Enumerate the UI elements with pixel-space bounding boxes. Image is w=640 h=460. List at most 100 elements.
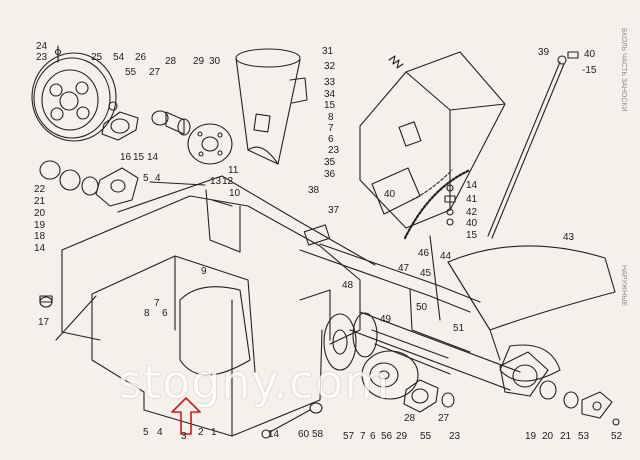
part-label-11[interactable]: 11: [228, 165, 239, 176]
part-label-1[interactable]: 1: [211, 427, 217, 438]
part-label-6a[interactable]: 6: [328, 134, 334, 145]
part-label-6c[interactable]: 6: [370, 431, 376, 442]
part-label-27b[interactable]: 27: [438, 413, 450, 424]
part-label-7b[interactable]: 7: [154, 298, 160, 309]
pulley-25[interactable]: [31, 45, 117, 142]
bearing-housing-26[interactable]: [101, 101, 139, 141]
part-label-7c[interactable]: 7: [360, 431, 366, 442]
part-label-39[interactable]: 39: [538, 47, 550, 58]
discharge-chute-31[interactable]: [235, 48, 308, 165]
part-label-37[interactable]: 37: [328, 205, 340, 216]
part-label-30[interactable]: 30: [209, 56, 221, 67]
part-label-57[interactable]: 57: [343, 431, 355, 442]
part-label-28b[interactable]: 28: [404, 413, 416, 424]
roller-assembly[interactable]: [323, 312, 451, 375]
part-label-16[interactable]: 16: [120, 152, 132, 163]
part-label-13[interactable]: 13: [210, 176, 222, 187]
part-label-4a[interactable]: 4: [155, 173, 161, 184]
part-label-21[interactable]: 21: [34, 196, 46, 207]
part-label-31[interactable]: 31: [322, 46, 334, 57]
part-label-22[interactable]: 22: [34, 184, 46, 195]
deflector-43[interactable]: [447, 245, 616, 382]
part-label-24[interactable]: 24: [36, 41, 48, 52]
part-label-7a[interactable]: 7: [328, 123, 334, 134]
part-label-49[interactable]: 49: [380, 314, 392, 325]
part-label-56[interactable]: 56: [381, 431, 393, 442]
part-label-60[interactable]: 60: [298, 429, 310, 440]
part-label-25[interactable]: 25: [91, 52, 103, 63]
part-label-4b[interactable]: 4: [157, 427, 163, 438]
part-label-15b[interactable]: -15: [582, 65, 597, 76]
left-bearing-stack[interactable]: [39, 160, 206, 207]
part-label-21b[interactable]: 21: [560, 431, 572, 442]
part-label-33[interactable]: 33: [324, 77, 336, 88]
wheel-29[interactable]: [361, 350, 419, 400]
part-label-19b[interactable]: 19: [525, 431, 537, 442]
part-label-23c[interactable]: 23: [449, 431, 461, 442]
part-label-28[interactable]: 28: [165, 56, 177, 67]
part-label-48[interactable]: 48: [342, 280, 354, 291]
shaft-parts-27-28[interactable]: [151, 110, 191, 136]
part-label-47[interactable]: 47: [398, 263, 410, 274]
part-label-38[interactable]: 38: [308, 185, 320, 196]
part-label-40b[interactable]: 40: [384, 189, 396, 200]
part-label-29[interactable]: 29: [193, 56, 205, 67]
fasteners-41-42[interactable]: [429, 184, 456, 321]
part-label-20b[interactable]: 20: [542, 431, 554, 442]
part-label-40c[interactable]: 40: [466, 218, 478, 229]
part-label-18[interactable]: 18: [34, 231, 46, 242]
part-label-23[interactable]: 23: [36, 52, 48, 63]
part-label-26[interactable]: 26: [135, 52, 147, 63]
part-label-8b[interactable]: 8: [144, 308, 150, 319]
part-label-15c[interactable]: 15: [133, 152, 145, 163]
part-label-6b[interactable]: 6: [162, 308, 168, 319]
part-label-34[interactable]: 34: [324, 89, 336, 100]
part-label-14b[interactable]: 14: [34, 243, 46, 254]
part-label-50[interactable]: 50: [416, 302, 428, 313]
part-label-5a[interactable]: 5: [143, 173, 149, 184]
housing-frame[interactable]: [55, 175, 521, 437]
part-label-32[interactable]: 32: [324, 61, 336, 72]
part-label-5b[interactable]: 5: [143, 427, 149, 438]
part-label-46[interactable]: 46: [418, 248, 430, 259]
part-label-12[interactable]: 12: [222, 176, 234, 187]
part-label-36[interactable]: 36: [324, 169, 336, 180]
part-label-43[interactable]: 43: [563, 232, 575, 243]
part-label-14d[interactable]: 14: [268, 429, 280, 440]
part-label-44[interactable]: 44: [440, 251, 452, 262]
part-label-52[interactable]: 52: [611, 431, 623, 442]
part-label-51[interactable]: 51: [453, 323, 465, 334]
rotor-disk-29[interactable]: [187, 123, 233, 165]
hopper-34[interactable]: [359, 51, 506, 229]
part-label-20[interactable]: 20: [34, 208, 46, 219]
part-label-19[interactable]: 19: [34, 220, 46, 231]
part-label-55b[interactable]: 55: [420, 431, 432, 442]
part-label-15d[interactable]: 15: [466, 230, 478, 241]
part-label-23b[interactable]: 23: [328, 145, 340, 156]
part-label-55[interactable]: 55: [125, 67, 137, 78]
part-label-40a[interactable]: 40: [584, 49, 596, 60]
part-label-17[interactable]: 17: [38, 317, 50, 328]
lever-rod-39[interactable]: [487, 51, 579, 239]
part-label-2[interactable]: 2: [198, 427, 204, 438]
part-label-9[interactable]: 9: [201, 266, 207, 277]
part-label-53[interactable]: 53: [578, 431, 590, 442]
part-label-3[interactable]: 3: [181, 431, 187, 442]
part-label-14a[interactable]: 14: [147, 152, 159, 163]
part-label-42[interactable]: 42: [466, 207, 478, 218]
part-label-41[interactable]: 41: [466, 194, 478, 205]
part-17[interactable]: [39, 295, 53, 308]
right-bearing-stack[interactable]: [499, 351, 620, 426]
bolt-60[interactable]: [261, 402, 323, 439]
part-label-29b[interactable]: 29: [396, 431, 408, 442]
part-label-8a[interactable]: 8: [328, 112, 334, 123]
part-label-27[interactable]: 27: [149, 67, 161, 78]
bearing-28-lower[interactable]: [403, 379, 455, 413]
part-label-58[interactable]: 58: [312, 429, 324, 440]
gear-sector[interactable]: [403, 168, 472, 240]
part-label-35[interactable]: 35: [324, 157, 336, 168]
part-label-45[interactable]: 45: [420, 268, 432, 279]
part-label-15a[interactable]: 15: [324, 100, 336, 111]
spring-32[interactable]: [388, 55, 404, 69]
part-label-54[interactable]: 54: [113, 52, 125, 63]
